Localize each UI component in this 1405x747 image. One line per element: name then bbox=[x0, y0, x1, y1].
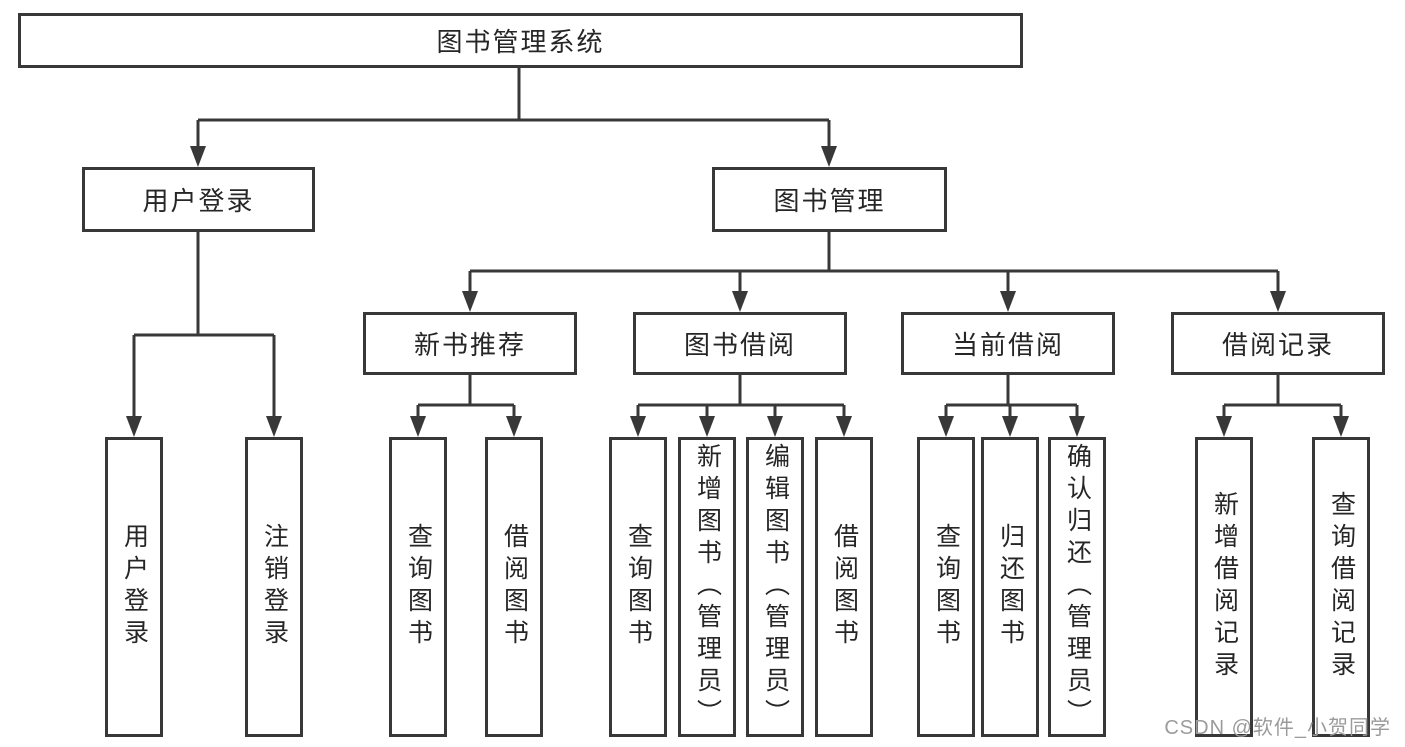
arrowhead-icon bbox=[1000, 291, 1016, 312]
connector-borrowing bbox=[636, 375, 846, 422]
node-user-login-label: 用户登录 bbox=[142, 186, 255, 216]
node-borrow-records: 借阅记录 bbox=[1171, 312, 1385, 375]
arrowhead-icon bbox=[732, 291, 748, 312]
leaf-borrowing-edit-books-label: 编辑图书（管理员） bbox=[761, 443, 790, 731]
csdn-watermark: CSDN @软件_小贺同学 bbox=[1164, 717, 1391, 739]
leaf-recommend-borrow-books-label: 借阅图书 bbox=[500, 523, 529, 651]
connector-book-mgmt bbox=[468, 232, 1280, 297]
arrowhead-icon bbox=[266, 416, 282, 437]
leaf-current-query-books: 查询图书 bbox=[917, 437, 975, 737]
node-borrow-records-label: 借阅记录 bbox=[1221, 330, 1334, 360]
leaf-records-query-record-label: 查询借阅记录 bbox=[1327, 491, 1356, 683]
leaf-records-add-record: 新增借阅记录 bbox=[1195, 437, 1253, 737]
arrowhead-icon bbox=[836, 416, 852, 437]
arrowhead-icon bbox=[938, 416, 954, 437]
node-book-management: 图书管理 bbox=[712, 167, 947, 232]
leaf-records-add-record-label: 新增借阅记录 bbox=[1210, 491, 1239, 683]
node-book-management-label: 图书管理 bbox=[773, 186, 886, 216]
leaf-borrowing-query-books-label: 查询图书 bbox=[624, 523, 653, 651]
leaf-current-confirm-return: 确认归还（管理员） bbox=[1048, 437, 1106, 737]
node-user-login: 用户登录 bbox=[82, 167, 315, 232]
leaf-current-query-books-label: 查询图书 bbox=[932, 523, 961, 651]
node-new-book-recommend: 新书推荐 bbox=[363, 312, 577, 375]
connector-current bbox=[944, 375, 1079, 422]
leaf-user-login-label: 用户登录 bbox=[120, 523, 149, 651]
node-current-borrowing-label: 当前借阅 bbox=[951, 330, 1064, 360]
leaf-recommend-borrow-books: 借阅图书 bbox=[485, 437, 543, 737]
arrowhead-icon bbox=[1270, 291, 1286, 312]
node-root: 图书管理系统 bbox=[18, 13, 1023, 68]
connector-records bbox=[1222, 375, 1343, 422]
connector-user-login bbox=[132, 232, 276, 422]
leaf-records-query-record: 查询借阅记录 bbox=[1312, 437, 1370, 737]
arrowhead-icon bbox=[410, 416, 426, 437]
leaf-borrowing-edit-books: 编辑图书（管理员） bbox=[746, 437, 804, 737]
arrowhead-icon bbox=[767, 416, 783, 437]
arrowhead-icon bbox=[630, 416, 646, 437]
leaf-user-login: 用户登录 bbox=[105, 437, 163, 737]
leaf-borrowing-add-books: 新增图书（管理员） bbox=[678, 437, 736, 737]
node-root-label: 图书管理系统 bbox=[436, 27, 605, 57]
arrowhead-icon bbox=[126, 416, 142, 437]
leaf-current-return-books-label: 归还图书 bbox=[996, 523, 1025, 651]
leaf-recommend-query-books: 查询图书 bbox=[389, 437, 447, 737]
arrowhead-icon bbox=[506, 416, 522, 437]
arrowhead-icon bbox=[462, 291, 478, 312]
leaf-logout-label: 注销登录 bbox=[260, 523, 289, 651]
arrowhead-icon bbox=[1069, 416, 1085, 437]
leaf-logout: 注销登录 bbox=[245, 437, 303, 737]
leaf-current-confirm-return-label: 确认归还（管理员） bbox=[1063, 443, 1092, 731]
arrowhead-icon bbox=[1333, 416, 1349, 437]
leaf-borrowing-add-books-label: 新增图书（管理员） bbox=[693, 443, 722, 731]
leaf-borrowing-borrow-books-label: 借阅图书 bbox=[830, 523, 859, 651]
node-book-borrowing-label: 图书借阅 bbox=[683, 330, 796, 360]
leaf-borrowing-borrow-books: 借阅图书 bbox=[815, 437, 873, 737]
leaf-recommend-query-books-label: 查询图书 bbox=[404, 523, 433, 651]
arrowhead-icon bbox=[190, 146, 206, 167]
leaf-current-return-books: 归还图书 bbox=[981, 437, 1039, 737]
leaf-borrowing-query-books: 查询图书 bbox=[609, 437, 667, 737]
arrowhead-icon bbox=[1216, 416, 1232, 437]
arrowhead-icon bbox=[699, 416, 715, 437]
connector-new-rec bbox=[416, 375, 516, 422]
node-book-borrowing: 图书借阅 bbox=[633, 312, 847, 375]
arrowhead-icon bbox=[821, 146, 837, 167]
arrowhead-icon bbox=[1002, 416, 1018, 437]
node-new-book-recommend-label: 新书推荐 bbox=[413, 330, 526, 360]
connector-root bbox=[196, 68, 831, 152]
node-current-borrowing: 当前借阅 bbox=[901, 312, 1115, 375]
